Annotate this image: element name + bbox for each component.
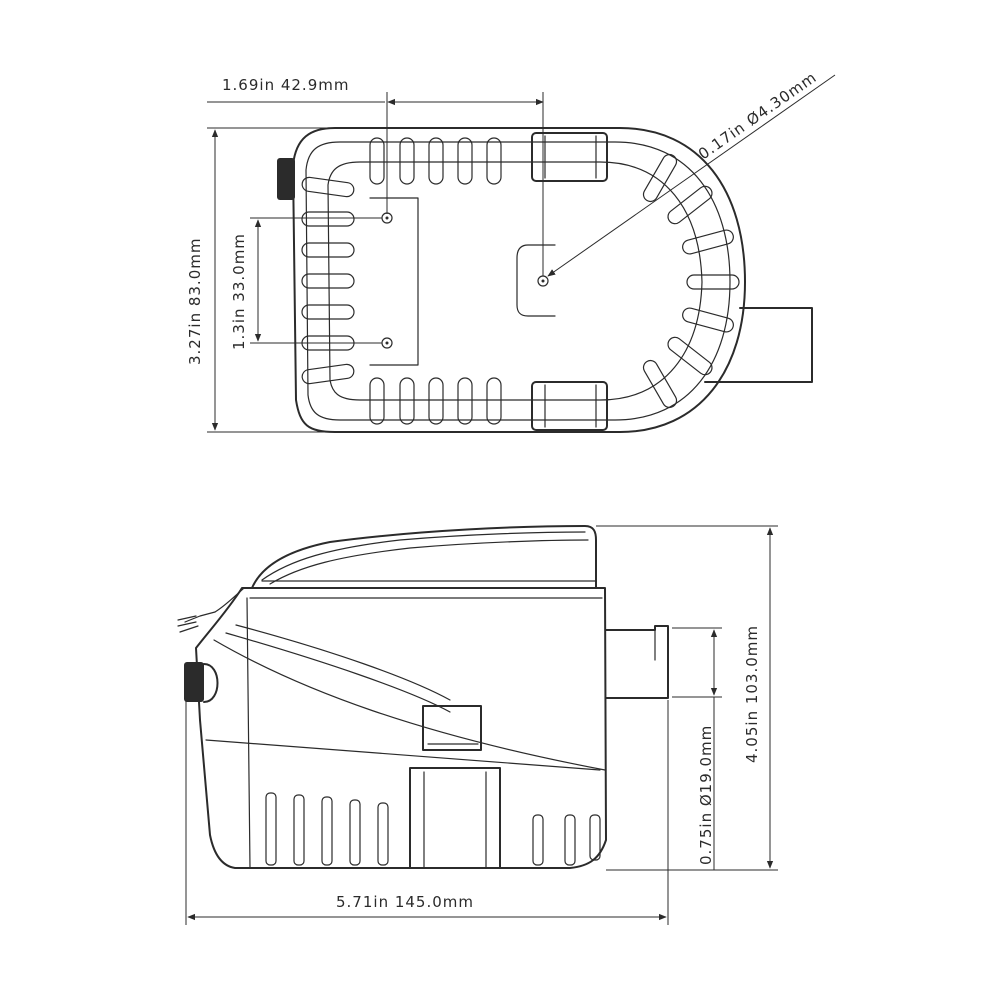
- side-view-strainer-slots: [265, 792, 601, 866]
- top-view-outlet: [704, 307, 813, 383]
- slot: [486, 377, 502, 425]
- label-top-width: 1.69in 42.9mm: [222, 76, 349, 94]
- cable-end: [184, 611, 216, 623]
- side-view-dimensions: 4.05in 103.0mm 0.75in Ø19.0mm 5.71in 145…: [185, 525, 778, 925]
- slot: [667, 336, 713, 376]
- slot: [369, 137, 385, 185]
- top-view-center-clip: [516, 244, 556, 317]
- label-mount-spacing: 1.3in 33.0mm: [230, 233, 248, 350]
- slot: [349, 799, 361, 866]
- slot: [682, 307, 734, 333]
- cap-line: [269, 539, 589, 585]
- slot: [457, 377, 473, 425]
- slot: [642, 359, 678, 409]
- leader-hole: [547, 74, 836, 277]
- slot: [667, 185, 713, 225]
- slot: [301, 304, 355, 320]
- slot: [369, 377, 385, 425]
- slot: [301, 273, 355, 289]
- top-view: [277, 127, 813, 433]
- knob-collar: [203, 663, 219, 703]
- slot: [301, 176, 355, 198]
- slot: [589, 814, 601, 861]
- slot: [377, 802, 389, 866]
- slot: [532, 814, 544, 866]
- top-view-knob: [277, 158, 295, 200]
- slot: [642, 153, 678, 203]
- slot: [428, 137, 444, 185]
- slot: [301, 242, 355, 258]
- top-view-right-slots: [642, 153, 740, 409]
- side-view: [177, 525, 669, 869]
- side-view-cable: [214, 587, 245, 613]
- label-total-length: 5.71in 145.0mm: [336, 893, 474, 911]
- slot: [682, 229, 734, 255]
- slot: [301, 363, 355, 385]
- slot: [293, 794, 305, 866]
- body-edge: [246, 597, 251, 869]
- top-view-dimensions: 1.69in 42.9mm 0.17in Ø4.30mm 3.27in 83.0…: [186, 68, 836, 433]
- side-view-label-plate: [422, 705, 482, 751]
- top-view-strainer-inner: [327, 161, 703, 401]
- top-view-mount-plate: [369, 197, 419, 366]
- label-total-height: 4.05in 103.0mm: [743, 625, 761, 763]
- top-view-outer-housing: [292, 127, 746, 433]
- top-view-upper-handle: [531, 132, 608, 182]
- slot: [428, 377, 444, 425]
- side-view-outlet: [605, 625, 669, 699]
- slot: [564, 814, 576, 866]
- top-view-left-slots: [301, 176, 355, 385]
- label-hole-diameter: 0.17in Ø4.30mm: [695, 68, 820, 163]
- side-view-center-foot: [409, 767, 501, 869]
- side-view-top-cap: [251, 525, 597, 589]
- body-contour: [235, 624, 451, 701]
- top-view-lower-slots: [369, 377, 502, 425]
- body-contour: [225, 632, 451, 713]
- center-hole-dot: [541, 279, 545, 283]
- slot: [457, 137, 473, 185]
- side-view-body: [195, 587, 607, 869]
- top-view-upper-slots: [369, 137, 502, 185]
- slot: [265, 792, 277, 866]
- cable-wires: [177, 615, 199, 633]
- body-seam: [205, 739, 601, 771]
- cap-line: [261, 531, 586, 581]
- side-view-knob: [184, 662, 204, 702]
- slot: [686, 274, 740, 290]
- slot: [321, 796, 333, 866]
- slot: [486, 137, 502, 185]
- slot: [301, 211, 355, 227]
- top-view-inner-rim: [305, 141, 731, 421]
- label-outlet-diameter: 0.75in Ø19.0mm: [697, 725, 715, 865]
- body-contour: [213, 639, 606, 771]
- label-top-height: 3.27in 83.0mm: [186, 238, 204, 365]
- mount-hole-center: [385, 341, 389, 345]
- mount-hole-center: [385, 216, 389, 220]
- top-view-lower-handle: [531, 381, 608, 431]
- slot: [399, 137, 415, 185]
- slot: [399, 377, 415, 425]
